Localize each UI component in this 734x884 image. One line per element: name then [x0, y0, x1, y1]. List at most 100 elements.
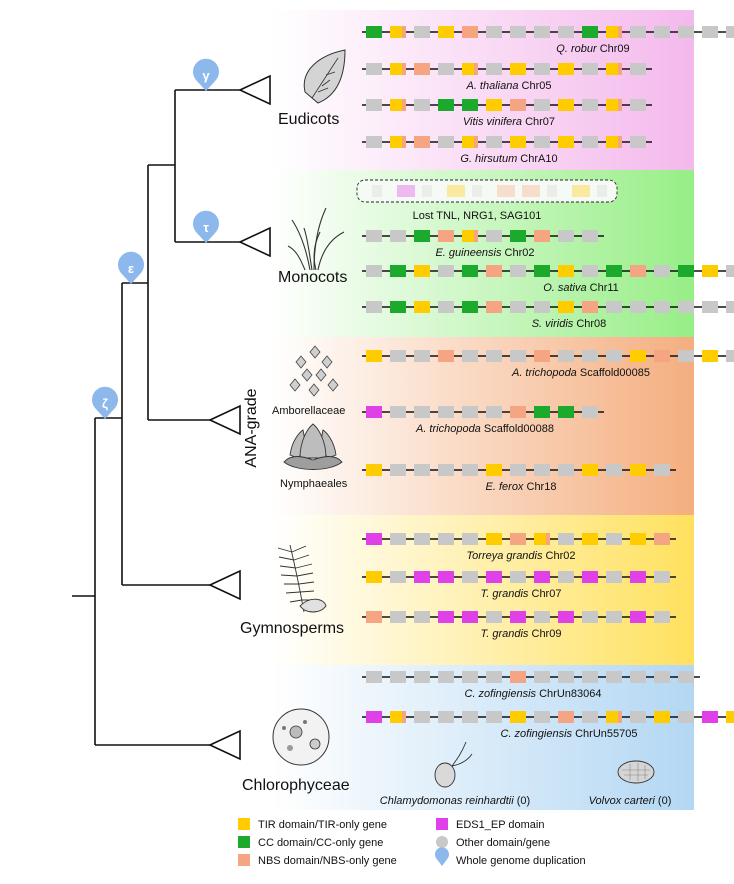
nbs-gene [558, 711, 574, 723]
other-gene [534, 611, 550, 623]
nbs-gene [366, 611, 382, 623]
eds1-gene [510, 611, 526, 623]
other-gene [702, 301, 718, 313]
other-gene [510, 301, 526, 313]
chromosome-label: A. thaliana Chr05 [465, 80, 551, 92]
tir-gene [366, 350, 382, 362]
other-gene [390, 571, 406, 583]
nbs-stripe [474, 230, 478, 242]
nbs-gene [510, 406, 526, 418]
chromosome-a-trichopoda-scaffold00088: A. trichopoda Scaffold00088 [362, 406, 604, 435]
tir-gene [630, 350, 646, 362]
chromosome-species: E. guineensis [435, 247, 502, 259]
other-gene [414, 533, 430, 545]
lost-nbs-gene [497, 185, 515, 197]
chlorophyceae-label: Chlorophyceae [242, 777, 350, 794]
nbs-gene [438, 230, 454, 242]
gymnosperms-band [272, 515, 694, 665]
other-gene [390, 671, 406, 683]
wgd-tau-icon [193, 210, 219, 243]
other-gene [654, 671, 670, 683]
other-gene [606, 350, 622, 362]
other-gene [534, 301, 550, 313]
chromosome-species: G. hirsutum [460, 153, 517, 165]
chromosome-label: T. grandis Chr07 [481, 588, 562, 600]
eudicots-tip [238, 74, 271, 106]
other-gene [654, 611, 670, 623]
tir-gene [486, 99, 502, 111]
other-gene [510, 265, 526, 277]
other-gene [678, 671, 694, 683]
eds1-gene [630, 571, 646, 583]
nbs-stripe [618, 136, 622, 148]
cc-gene [558, 406, 574, 418]
other-gene [558, 464, 574, 476]
chromosome-t-grandis-chr07: T. grandis Chr07 [362, 571, 676, 600]
water-lily-icon [283, 423, 343, 470]
eds1-gene [366, 406, 382, 418]
other-gene [390, 464, 406, 476]
algae-count: (0) [658, 795, 671, 807]
chromosome-species: S. viridis [532, 318, 574, 330]
other-gene [486, 611, 502, 623]
other-gene [414, 464, 430, 476]
chlorophyceae-tip [208, 729, 241, 761]
other-gene [414, 350, 430, 362]
lost-eds1-gene [397, 185, 415, 197]
other-gene [486, 26, 502, 38]
other-gene [462, 350, 478, 362]
other-gene [462, 671, 478, 683]
eds1-gene [702, 711, 718, 723]
other-gene [630, 301, 646, 313]
other-gene [486, 671, 502, 683]
other-gene [582, 136, 598, 148]
wgd-tau-label: τ [203, 220, 209, 235]
tir-gene [438, 26, 454, 38]
tir-gene [558, 63, 574, 75]
nbs-stripe [402, 63, 406, 75]
wgd-gamma: γ [193, 58, 219, 91]
gymnosperms-label: Gymnosperms [240, 620, 344, 637]
other-gene [414, 99, 430, 111]
chromosome-name: ChrUn83064 [536, 688, 601, 700]
other-gene [414, 26, 430, 38]
nbs-gene [534, 230, 550, 242]
lost-tir-gene [572, 185, 590, 197]
eds1-gene [462, 611, 478, 623]
chromosome-o-sativa-chr11: O. sativa Chr11 [362, 265, 734, 294]
lost-tir-gene [447, 185, 465, 197]
conifer-branch-icon [277, 544, 327, 613]
other-gene [702, 26, 718, 38]
cc-gene [678, 265, 694, 277]
algae-species: Chlamydomonas reinhardtii [380, 795, 514, 807]
other-gene [630, 671, 646, 683]
chromosome-label: E. ferox Chr18 [486, 481, 557, 493]
other-gene [438, 406, 454, 418]
chromosome-label: S. viridis Chr08 [532, 318, 607, 330]
tir-gene [558, 301, 574, 313]
other-gene [558, 533, 574, 545]
other-gene [582, 99, 598, 111]
other-gene [654, 265, 670, 277]
wgd-tau: τ [193, 210, 219, 243]
chromosome-species: Torreya grandis [466, 550, 543, 562]
legend-label-nbs: NBS domain/NBS-only gene [258, 855, 397, 867]
chromosome-label: C. zofingiensis ChrUn83064 [465, 688, 602, 700]
lost-other-gene [372, 185, 382, 197]
other-gene [366, 301, 382, 313]
other-gene [390, 350, 406, 362]
legend-swatch-cc [238, 836, 250, 848]
chromosome-label: A. trichopoda Scaffold00085 [511, 367, 650, 379]
eds1-gene [414, 571, 430, 583]
tir-gene [510, 136, 526, 148]
chromosome-name: Chr11 [587, 282, 619, 294]
chromosome-label: Vitis vinifera Chr07 [463, 116, 555, 128]
other-gene [558, 26, 574, 38]
other-gene [582, 406, 598, 418]
chromosome-label: Torreya grandis Chr02 [466, 550, 575, 562]
chromosome-vitis-vinifera-chr07: Vitis vinifera Chr07 [362, 99, 652, 128]
cc-gene [462, 99, 478, 111]
chromosome-name: Chr18 [523, 481, 556, 493]
nbs-gene [630, 265, 646, 277]
